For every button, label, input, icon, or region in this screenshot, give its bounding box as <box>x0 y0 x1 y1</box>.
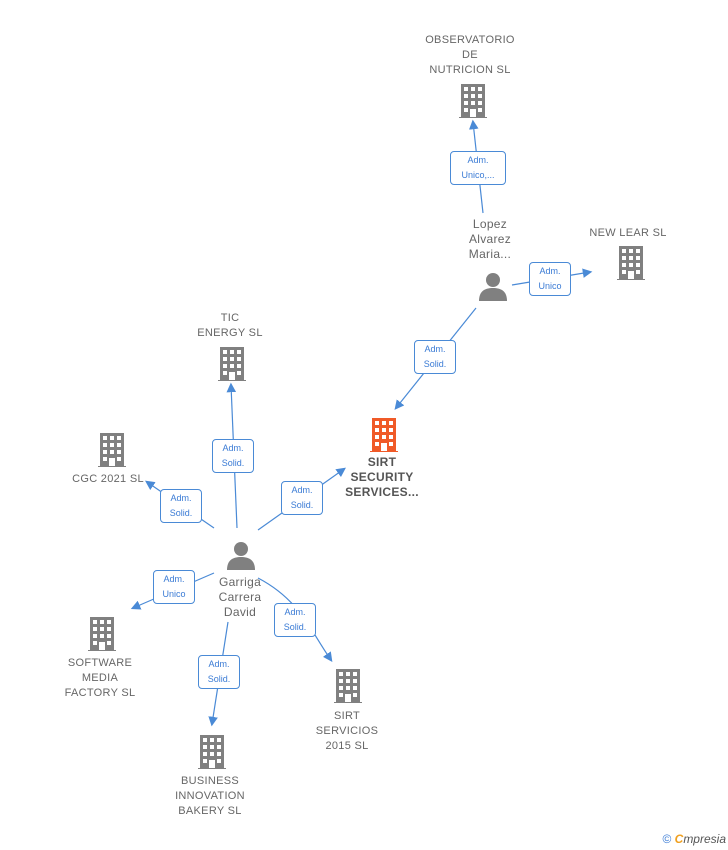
node-cgc-label[interactable]: CGC 2021 SL <box>60 472 156 487</box>
label-line: OBSERVATORIO <box>425 34 515 46</box>
edges <box>130 119 593 727</box>
label-line: ENERGY SL <box>197 327 263 339</box>
node-tic-energy-label[interactable]: TIC ENERGY SL <box>190 311 270 341</box>
relation-line: Adm. <box>291 485 313 495</box>
label-line: David <box>223 605 257 619</box>
label-line: SIRT <box>367 455 397 469</box>
label-line: MEDIA <box>81 672 119 684</box>
relation-box[interactable]: Adm. Unico,... <box>450 151 506 185</box>
relation-line: Adm. <box>222 443 244 453</box>
relation-line: Solid. <box>283 622 307 632</box>
relation-line: Adm. <box>424 344 446 354</box>
label-line: SECURITY <box>350 470 414 484</box>
relation-line: Adm. <box>284 607 306 617</box>
relation-box[interactable]: Adm. Solid. <box>198 655 240 689</box>
building-icon[interactable] <box>88 617 116 651</box>
relation-line: Unico <box>538 281 562 291</box>
relation-box[interactable]: Adm. Solid. <box>212 439 254 473</box>
node-new-lear-label[interactable]: NEW LEAR SL <box>580 226 676 241</box>
copyright-icon: © <box>662 832 672 846</box>
building-icon[interactable] <box>617 246 645 280</box>
relation-box[interactable]: Adm. Solid. <box>281 481 323 515</box>
building-icon[interactable] <box>370 418 398 452</box>
node-lopez-label[interactable]: Lopez Alvarez Maria... <box>450 217 530 262</box>
person-icon[interactable] <box>227 542 255 570</box>
label-line: Carrera <box>218 590 262 604</box>
brand-initial: C <box>674 832 684 846</box>
node-garriga-label[interactable]: Garriga Carrera David <box>200 575 280 620</box>
relation-line: Solid. <box>290 500 314 510</box>
building-icon[interactable] <box>218 347 246 381</box>
label-line: SIRT <box>333 710 361 722</box>
relation-line: Adm. <box>208 659 230 669</box>
label-line: NUTRICION SL <box>429 64 511 76</box>
label-line: Garriga <box>218 575 262 589</box>
label-line: TIC <box>220 312 240 324</box>
relation-box[interactable]: Adm. Solid. <box>274 603 316 637</box>
label-line: DE <box>462 49 478 61</box>
building-icon[interactable] <box>334 669 362 703</box>
brand-name: mpresia <box>683 832 726 846</box>
relation-line: Adm. <box>539 266 561 276</box>
relation-line: Solid. <box>207 674 231 684</box>
label-line: SOFTWARE <box>67 657 133 669</box>
empresia-logo[interactable]: © Cmpresia <box>662 832 726 846</box>
person-icon[interactable] <box>479 273 507 301</box>
node-business-label[interactable]: BUSINESS INNOVATION BAKERY SL <box>162 774 258 819</box>
node-sirt-security-label[interactable]: SIRT SECURITY SERVICES... <box>334 455 430 500</box>
relation-line: Solid. <box>221 458 245 468</box>
label-line: BUSINESS <box>180 775 240 787</box>
relation-box[interactable]: Adm. Unico <box>153 570 195 604</box>
label-line: Maria... <box>468 247 512 261</box>
relation-line: Solid. <box>423 359 447 369</box>
relation-box[interactable]: Adm. Solid. <box>414 340 456 374</box>
label-line: CGC 2021 SL <box>72 473 144 485</box>
label-line: FACTORY SL <box>64 687 136 699</box>
relation-box[interactable]: Adm. Unico <box>529 262 571 296</box>
relation-line: Solid. <box>169 508 193 518</box>
node-observatorio-label[interactable]: OBSERVATORIO DE NUTRICION SL <box>418 33 522 78</box>
label-line: SERVICIOS <box>315 725 379 737</box>
relation-line: Adm. <box>170 493 192 503</box>
node-sirt-servicios-label[interactable]: SIRT SERVICIOS 2015 SL <box>302 709 392 754</box>
label-line: Lopez <box>472 217 508 231</box>
node-software-label[interactable]: SOFTWARE MEDIA FACTORY SL <box>52 656 148 701</box>
relation-box[interactable]: Adm. Solid. <box>160 489 202 523</box>
building-icon[interactable] <box>98 433 126 467</box>
relation-line: Unico <box>162 589 186 599</box>
building-icon[interactable] <box>459 84 487 118</box>
label-line: SERVICES... <box>345 485 419 499</box>
label-line: INNOVATION <box>175 790 245 802</box>
label-line: BAKERY SL <box>178 805 242 817</box>
label-line: Alvarez <box>468 232 512 246</box>
label-line: 2015 SL <box>325 740 369 752</box>
relation-line: Adm. <box>467 155 489 165</box>
relation-line: Adm. <box>163 574 185 584</box>
label-line: NEW LEAR SL <box>589 227 667 239</box>
relation-line: Unico,... <box>461 170 495 180</box>
building-icon[interactable] <box>198 735 226 769</box>
